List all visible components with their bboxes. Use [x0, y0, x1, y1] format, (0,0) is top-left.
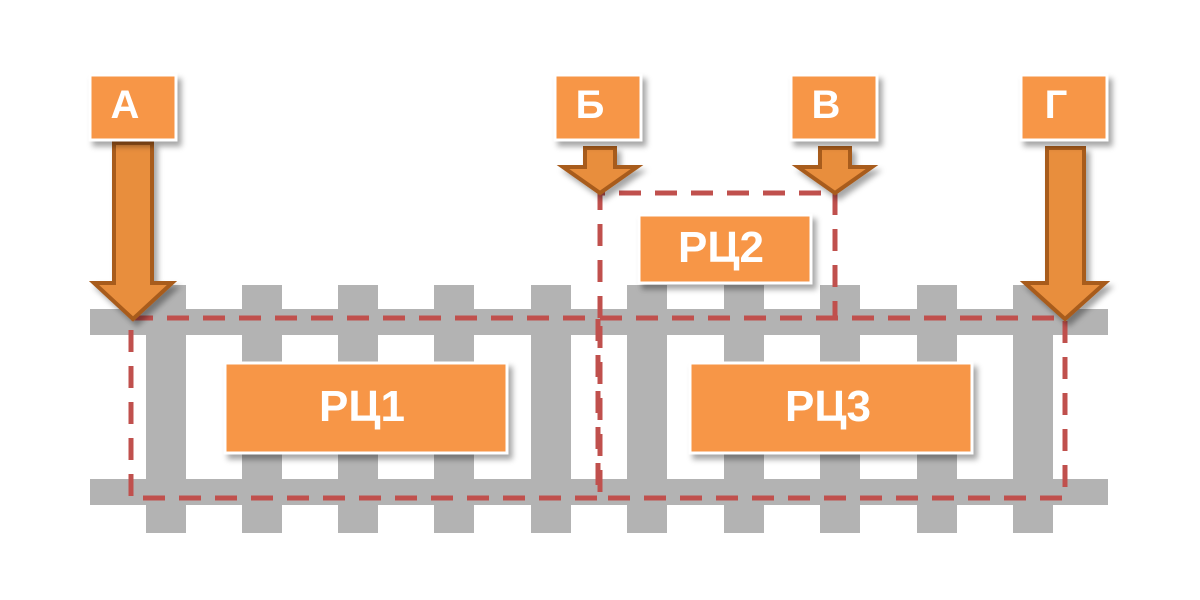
point-box-a — [88, 73, 178, 142]
point-box-g — [1019, 73, 1109, 142]
arrow-down-icon — [556, 146, 644, 196]
circuit-label-rc2: РЦ2 — [678, 223, 764, 272]
point-label-v: В — [812, 83, 841, 127]
arrows — [88, 141, 1111, 322]
arrow-down-icon — [1019, 146, 1111, 322]
point-label-a: А — [111, 83, 140, 127]
point-box-v — [789, 73, 879, 142]
circuit-label-boxes — [223, 213, 974, 455]
point-label-b: Б — [576, 83, 605, 127]
circuit-box-rc1 — [223, 361, 509, 455]
point-label-boxes — [88, 73, 1109, 142]
arrow-down-icon — [791, 146, 879, 196]
arrow-down-icon — [88, 141, 178, 322]
circuit-boundaries — [128, 190, 1068, 501]
circuit-border-rc3 — [597, 315, 1068, 501]
circuit-box-rc2 — [637, 213, 813, 285]
circuit-label-rc1: РЦ1 — [319, 382, 405, 431]
point-labels: А Б В Г — [111, 83, 1068, 127]
circuit-label-rc3: РЦ3 — [785, 382, 871, 431]
point-box-b — [553, 73, 643, 142]
point-label-g: Г — [1045, 83, 1068, 127]
circuit-box-rc3 — [688, 361, 974, 455]
circuit-labels: РЦ1 РЦ2 РЦ3 — [319, 223, 871, 431]
